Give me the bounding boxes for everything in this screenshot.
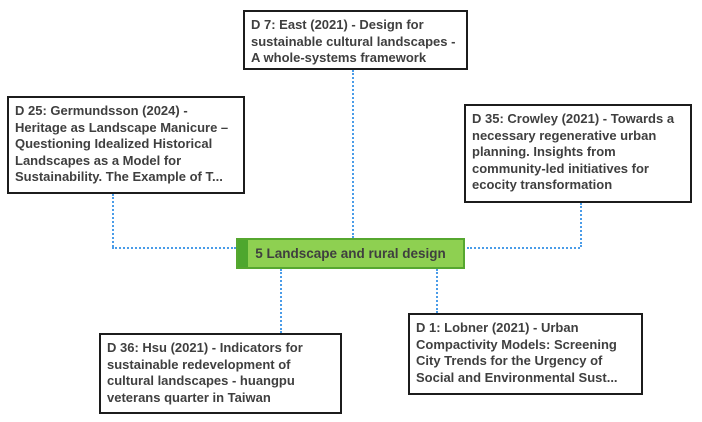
- document-node-d35[interactable]: D 35: Crowley (2021) - Towards a necessa…: [464, 104, 692, 203]
- connector-right-node-horizontal: [467, 247, 580, 249]
- connector-bottom-left-node: [280, 269, 282, 333]
- document-node-d36[interactable]: D 36: Hsu (2021) - Indicators for sustai…: [99, 333, 342, 414]
- document-node-d1[interactable]: D 1: Lobner (2021) - Urban Compactivity …: [408, 313, 643, 395]
- cluster-node-label: 5 Landscape and rural design: [255, 246, 446, 261]
- document-label: D 36: Hsu (2021) - Indicators for sustai…: [107, 340, 303, 405]
- document-label: D 35: Crowley (2021) - Towards a necessa…: [472, 111, 675, 192]
- connector-bottom-right-node: [436, 269, 438, 313]
- document-label: D 1: Lobner (2021) - Urban Compactivity …: [416, 320, 618, 385]
- cluster-node-accent-strip: [238, 240, 248, 267]
- connector-left-node-horizontal: [112, 247, 236, 249]
- connector-left-node-vertical: [112, 194, 114, 247]
- connector-top-node: [352, 70, 354, 238]
- document-node-d25[interactable]: D 25: Germundsson (2024) - Heritage as L…: [7, 96, 245, 194]
- document-node-d7[interactable]: D 7: East (2021) - Design for sustainabl…: [243, 10, 468, 70]
- document-label: D 7: East (2021) - Design for sustainabl…: [251, 17, 456, 65]
- cluster-node-landscape-rural-design[interactable]: 5 Landscape and rural design: [236, 238, 465, 269]
- connector-right-node-vertical: [580, 203, 582, 247]
- document-label: D 25: Germundsson (2024) - Heritage as L…: [15, 103, 229, 184]
